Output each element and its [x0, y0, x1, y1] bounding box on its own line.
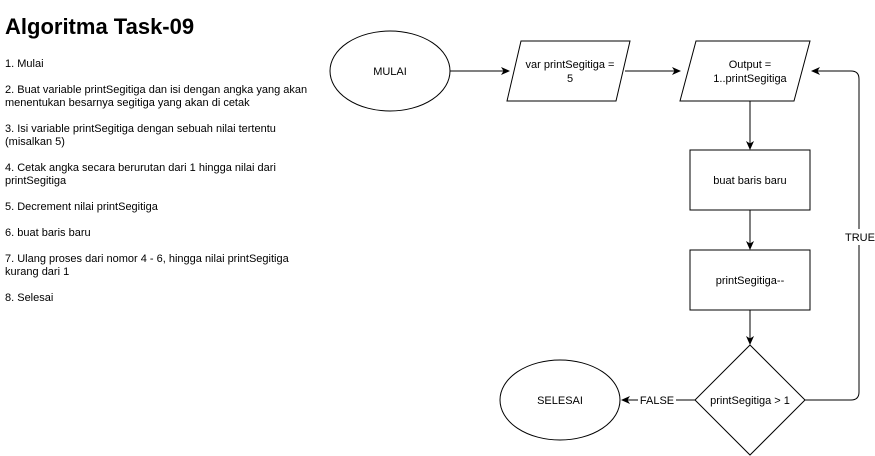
condition-label: printSegitiga > 1 — [710, 395, 790, 407]
step-6: 6. buat baris baru — [5, 227, 91, 239]
start-terminal — [329, 30, 451, 112]
step-5: 5. Decrement nilai printSegitiga — [5, 201, 158, 213]
var-io-shape — [506, 40, 631, 102]
output-label-line1: Output = — [729, 59, 772, 71]
var-label-line2: 5 — [567, 73, 573, 85]
var-label-line1: var printSegitiga = — [526, 59, 615, 71]
algorithm-steps: 1. Mulai 2. Buat variable printSegitiga … — [5, 58, 323, 318]
step-1: 1. Mulai — [5, 58, 44, 70]
step-2: 2. Buat variable printSegitiga dan isi d… — [5, 84, 308, 109]
decrement-label: printSegitiga-- — [716, 275, 785, 287]
newline-label: buat baris baru — [713, 175, 786, 187]
step-3: 3. Isi variable printSegitiga dengan seb… — [5, 123, 276, 148]
decrement-process — [689, 249, 811, 311]
step-8: 8. Selesai — [5, 292, 54, 304]
true-label: TRUE — [845, 232, 875, 244]
output-io-shape — [679, 40, 811, 102]
end-terminal — [499, 359, 621, 441]
output-label-line2: 1..printSegitiga — [713, 73, 787, 85]
step-7: 7. Ulang proses dari nomor 4 - 6, hingga… — [5, 253, 289, 278]
false-label: FALSE — [640, 395, 674, 407]
start-label: MULAI — [373, 66, 407, 78]
step-4: 4. Cetak angka secara berurutan dari 1 h… — [5, 162, 276, 187]
newline-process — [689, 149, 811, 211]
page-title: Algoritma Task-09 — [5, 14, 195, 39]
end-label: SELESAI — [537, 395, 583, 407]
condition-decision — [694, 344, 806, 456]
